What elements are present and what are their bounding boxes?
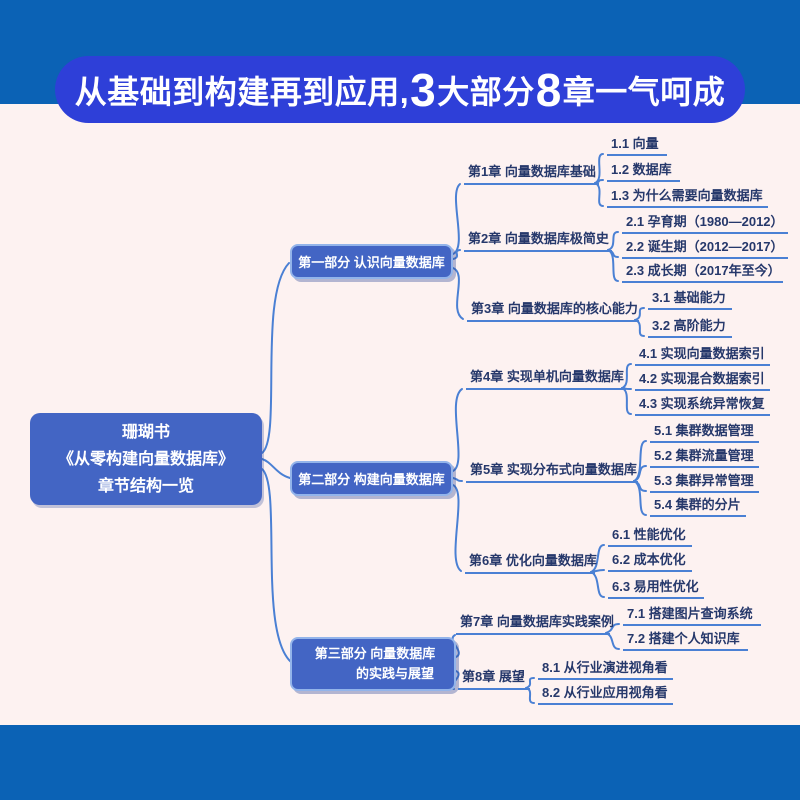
part-node-3: 第三部分 向量数据库 的实践与展望 (290, 637, 456, 691)
part-3-line-2: 的实践与展望 (355, 666, 434, 681)
section-node-4-3: 4.3 实现系统异常恢复 (635, 397, 770, 416)
section-node-4-1: 4.1 实现向量数据索引 (635, 347, 770, 366)
headline-text: 大部分 (437, 73, 535, 110)
headline-text: 章一气呵成 (562, 73, 726, 110)
section-node-8-1: 8.1 从行业演进视角看 (538, 661, 673, 680)
chapter-node-8: 第8章 展望 (458, 668, 530, 690)
section-node-6-3: 6.3 易用性优化 (608, 580, 704, 599)
headline-text: 从基础到构建再到应用, (74, 73, 410, 110)
section-node-2-1: 2.1 孕育期（1980—2012） (622, 215, 788, 234)
section-node-5-4: 5.4 集群的分片 (650, 498, 746, 517)
part-3-line-1: 第三部分 向量数据库 (314, 646, 436, 661)
section-node-6-2: 6.2 成本优化 (608, 553, 692, 572)
chapter-node-1: 第1章 向量数据库基础 (464, 163, 599, 185)
section-node-5-3: 5.3 集群异常管理 (650, 474, 759, 493)
headline-big-number-8: 8 (535, 63, 562, 116)
chapter-node-2: 第2章 向量数据库极简史 (464, 230, 612, 252)
chapter-node-4: 第4章 实现单机向量数据库 (466, 368, 626, 390)
chapter-node-7: 第7章 向量数据库实践案例 (456, 613, 614, 635)
part-node-1: 第一部分 认识向量数据库 (290, 244, 453, 279)
section-node-2-2: 2.2 诞生期（2012—2017） (622, 240, 788, 259)
bottom-blue-band (0, 725, 800, 800)
root-node: 珊瑚书 《从零构建向量数据库》 章节结构一览 (30, 413, 262, 505)
section-node-1-3: 1.3 为什么需要向量数据库 (607, 189, 768, 208)
root-line-3: 章节结构一览 (97, 477, 194, 495)
chapter-node-5: 第5章 实现分布式向量数据库 (466, 461, 638, 483)
section-node-5-2: 5.2 集群流量管理 (650, 449, 759, 468)
root-line-1: 珊瑚书 (121, 423, 170, 441)
root-line-2: 《从零构建向量数据库》 (57, 450, 234, 468)
section-node-5-1: 5.1 集群数据管理 (650, 424, 759, 443)
section-node-8-2: 8.2 从行业应用视角看 (538, 686, 673, 705)
section-node-3-2: 3.2 高阶能力 (648, 319, 732, 338)
chapter-node-6: 第6章 优化向量数据库 (465, 552, 597, 574)
chapter-node-3: 第3章 向量数据库的核心能力 (467, 300, 639, 322)
section-node-1-2: 1.2 数据库 (607, 163, 680, 182)
section-node-4-2: 4.2 实现混合数据索引 (635, 372, 770, 391)
section-node-2-3: 2.3 成长期（2017年至今） (622, 264, 783, 283)
headline-big-number-3: 3 (410, 63, 437, 116)
section-node-7-1: 7.1 搭建图片查询系统 (623, 607, 761, 626)
section-node-7-2: 7.2 搭建个人知识库 (623, 632, 748, 651)
section-node-1-1: 1.1 向量 (607, 137, 667, 156)
section-node-3-1: 3.1 基础能力 (648, 291, 732, 310)
part-node-2: 第二部分 构建向量数据库 (290, 461, 453, 496)
section-node-6-1: 6.1 性能优化 (608, 528, 692, 547)
